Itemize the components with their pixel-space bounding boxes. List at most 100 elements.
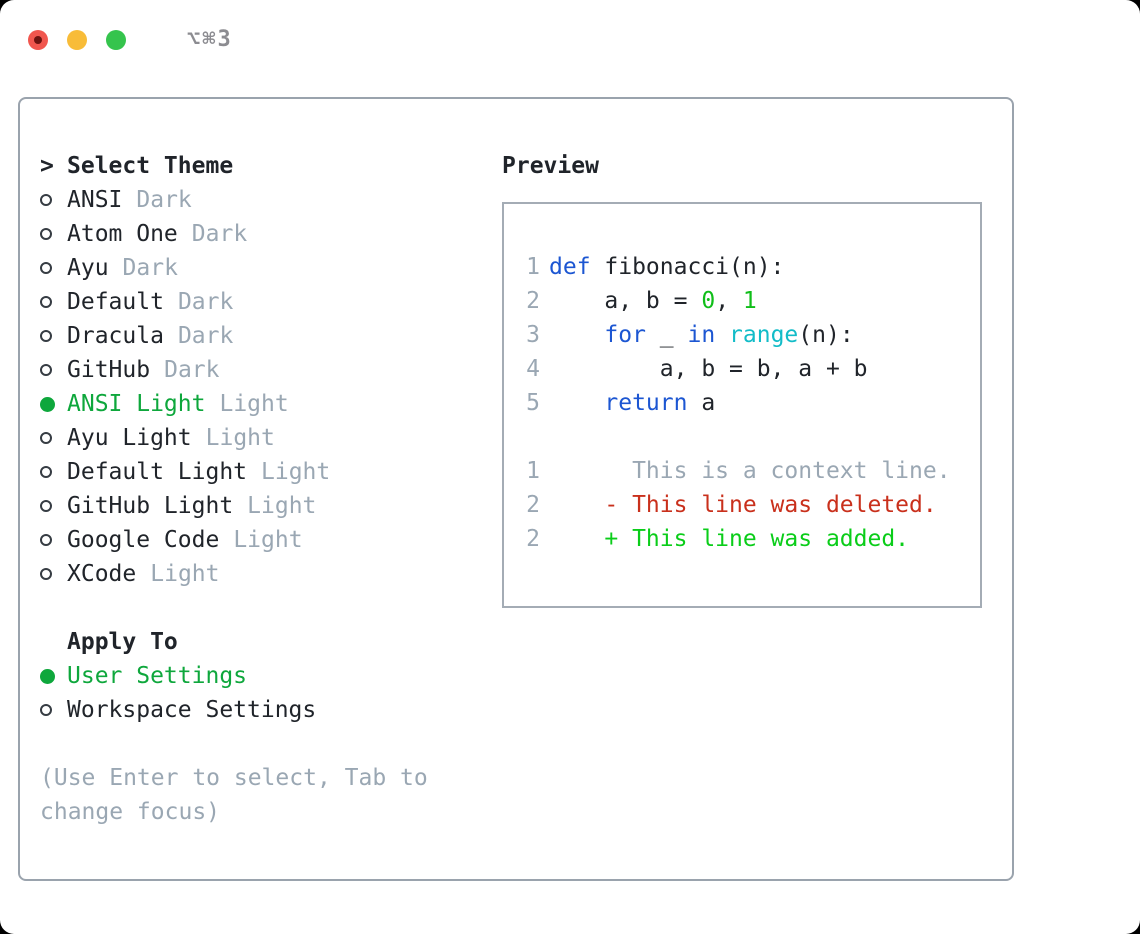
theme-option[interactable]: Ayu Light Light: [40, 421, 480, 455]
spacer: [526, 420, 980, 454]
diff-line: 2 - This line was deleted.: [526, 488, 980, 522]
theme-name: Dracula: [67, 323, 164, 349]
code-segment: a, b = b, a + b: [549, 356, 868, 382]
diff-text: + This line was added.: [549, 526, 910, 552]
zoom-button[interactable]: [106, 29, 126, 50]
code-block: 1 def fibonacci(n): 2 a, b = 0, 1 3 for _…: [526, 250, 980, 420]
line-number: 2: [526, 492, 540, 518]
spacer: [40, 591, 480, 625]
theme-option[interactable]: Dracula Dark: [40, 319, 480, 353]
line-number: 1: [526, 458, 540, 484]
code-segment: a, b =: [549, 288, 702, 314]
theme-option[interactable]: GitHub Light Light: [40, 489, 480, 523]
line-number: 2: [526, 526, 540, 552]
diff-block: 1 This is a context line. 2 - This line …: [526, 454, 980, 556]
theme-name: Default Light: [67, 459, 248, 485]
code-line: 2 a, b = 0, 1: [526, 284, 980, 318]
titlebar: ⌥⌘3: [28, 27, 233, 52]
select-theme-header: > Select Theme: [40, 149, 480, 183]
code-text: a, b = 0, 1: [549, 288, 756, 314]
focus-caret-icon: >: [40, 153, 54, 179]
apply-option-label: User Settings: [67, 663, 248, 689]
code-segment: (n):: [798, 322, 854, 348]
minimize-button[interactable]: [67, 29, 87, 50]
code-line: 4 a, b = b, a + b: [526, 352, 980, 386]
radio-icon: [40, 262, 52, 274]
diff-line: 1 This is a context line.: [526, 454, 980, 488]
theme-option[interactable]: GitHub Dark: [40, 353, 480, 387]
diff-line: 2 + This line was added.: [526, 522, 980, 556]
code-segment: def: [549, 254, 605, 280]
theme-name: GitHub Light: [67, 493, 234, 519]
preview-box: 1 def fibonacci(n): 2 a, b = 0, 1 3 for _…: [502, 202, 982, 608]
radio-icon: [40, 296, 52, 308]
theme-name: Ayu: [67, 255, 109, 281]
preview-title: Preview: [502, 153, 599, 179]
theme-variant: Light: [205, 425, 275, 451]
radio-icon: [40, 534, 52, 546]
line-number: 2: [526, 288, 540, 314]
code-segment: for: [604, 322, 646, 348]
theme-name: Google Code: [67, 527, 220, 553]
radio-icon: [40, 704, 52, 716]
radio-icon: [40, 396, 55, 412]
theme-variant: Dark: [136, 187, 192, 213]
code-segment: [715, 322, 729, 348]
select-theme-title: Select Theme: [67, 153, 234, 179]
close-button[interactable]: [28, 29, 48, 50]
theme-variant: Dark: [191, 221, 248, 247]
code-segment: range: [729, 322, 799, 348]
line-number: 5: [526, 390, 540, 416]
code-segment: 0: [701, 288, 716, 314]
radio-icon: [40, 194, 52, 206]
code-line: 5 return a: [526, 386, 980, 420]
radio-icon: [40, 568, 52, 580]
theme-variant: Light: [247, 493, 317, 519]
spacer: [40, 727, 480, 761]
code-segment: _: [645, 322, 688, 348]
diff-text: This is a context line.: [549, 458, 951, 484]
theme-name: Default: [67, 289, 164, 315]
hint-text: (Use Enter to select, Tab to change focu…: [40, 765, 428, 825]
code-text: for _ in range(n):: [549, 322, 854, 348]
theme-option[interactable]: ANSI Dark: [40, 183, 480, 217]
apply-option[interactable]: User Settings: [40, 659, 480, 693]
close-dot-icon: [34, 35, 42, 44]
code-text: a, b = b, a + b: [549, 356, 868, 382]
diff-text: - This line was deleted.: [549, 492, 937, 518]
radio-icon: [40, 466, 52, 478]
theme-name: ANSI: [67, 187, 123, 213]
theme-name: GitHub: [67, 357, 151, 383]
apply-option[interactable]: Workspace Settings: [40, 693, 480, 727]
code-segment: [549, 322, 604, 348]
apply-option-label: Workspace Settings: [67, 697, 317, 723]
line-number: 1: [526, 254, 540, 280]
code-segment: a: [687, 390, 716, 416]
radio-icon: [40, 432, 52, 444]
line-number: 4: [526, 356, 540, 382]
theme-variant: Dark: [177, 323, 234, 349]
code-line: 3 for _ in range(n):: [526, 318, 980, 352]
code-segment: in: [687, 322, 716, 348]
theme-name: Ayu Light: [67, 425, 192, 451]
code-text: return a: [549, 390, 715, 416]
code-segment: fibonacci(n):: [604, 254, 785, 280]
code-segment: ,: [715, 288, 743, 314]
theme-variant: Dark: [164, 357, 220, 383]
code-segment: return: [604, 390, 688, 416]
radio-icon: [40, 500, 52, 512]
theme-variant: Light: [150, 561, 220, 587]
window-shortcut-label: ⌥⌘3: [187, 27, 233, 52]
code-segment: [549, 390, 604, 416]
apply-to-list: User Settings Workspace Settings: [40, 659, 480, 727]
